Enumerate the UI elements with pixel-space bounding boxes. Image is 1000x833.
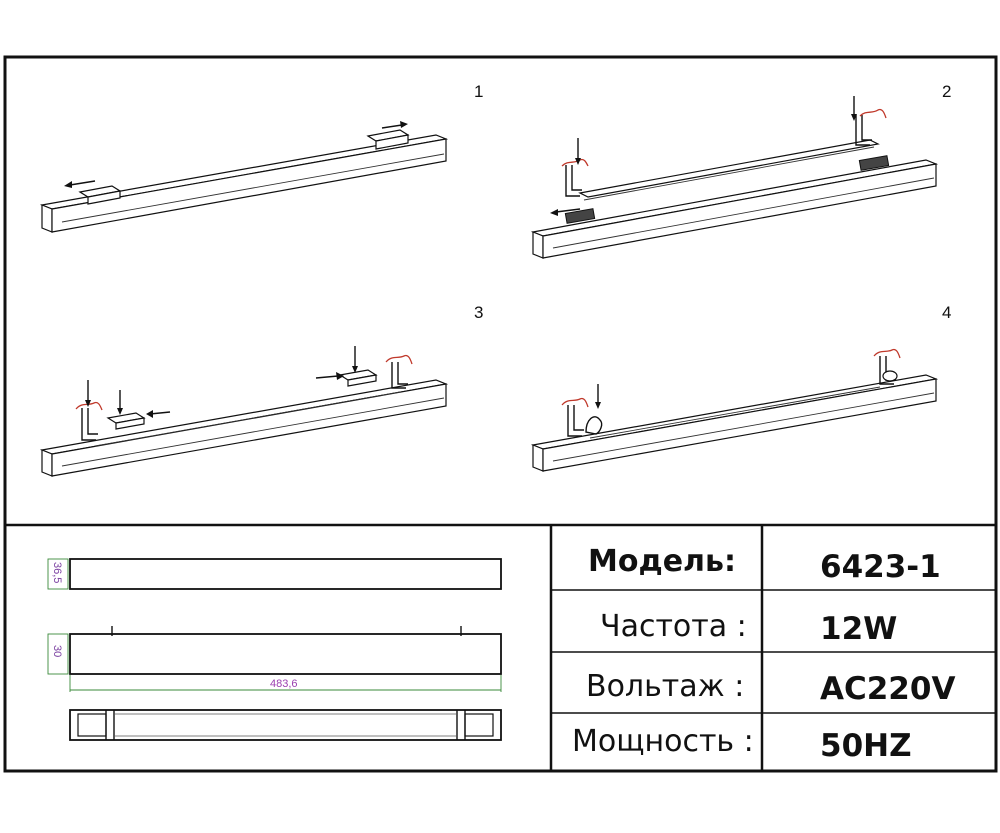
- spec-value-model: 6423-1: [820, 549, 941, 585]
- step-number-3: 3: [474, 303, 483, 322]
- spec-label-model: Модель:: [588, 544, 736, 579]
- step-number-4: 4: [942, 303, 951, 322]
- spec-label-power: Мощность :: [572, 724, 754, 759]
- spec-value-voltage: AC220V: [820, 671, 955, 707]
- dim-height-top: 36,5: [51, 562, 63, 583]
- profile-side-view: [69, 633, 502, 675]
- dim-side-bracket: [47, 633, 69, 675]
- spec-value-frequency: 12W: [820, 611, 897, 647]
- spec-table: Модель: 6423-1 Частота : 12W Вольтаж : A…: [572, 544, 955, 764]
- dim-length: 483,6: [270, 678, 298, 690]
- step-1-illustration: [39, 121, 449, 233]
- profile-bottom-view: [69, 709, 502, 741]
- spec-label-voltage: Вольтаж :: [586, 669, 744, 704]
- spec-label-frequency: Частота :: [600, 609, 747, 644]
- step-2-illustration: [530, 96, 939, 259]
- step-number-2: 2: [942, 82, 951, 101]
- dim-height-side: 30: [51, 645, 63, 657]
- dim-height-bracket: [47, 558, 69, 590]
- outer-frame: [3, 55, 998, 773]
- profile-top-view: [69, 558, 502, 590]
- step-3-illustration: [39, 346, 449, 477]
- dimension-drawings: 36,5 30 483,6: [47, 558, 502, 741]
- step-number-1: 1: [474, 82, 483, 101]
- spec-value-power: 50HZ: [820, 728, 912, 764]
- step-4-illustration: [530, 348, 939, 472]
